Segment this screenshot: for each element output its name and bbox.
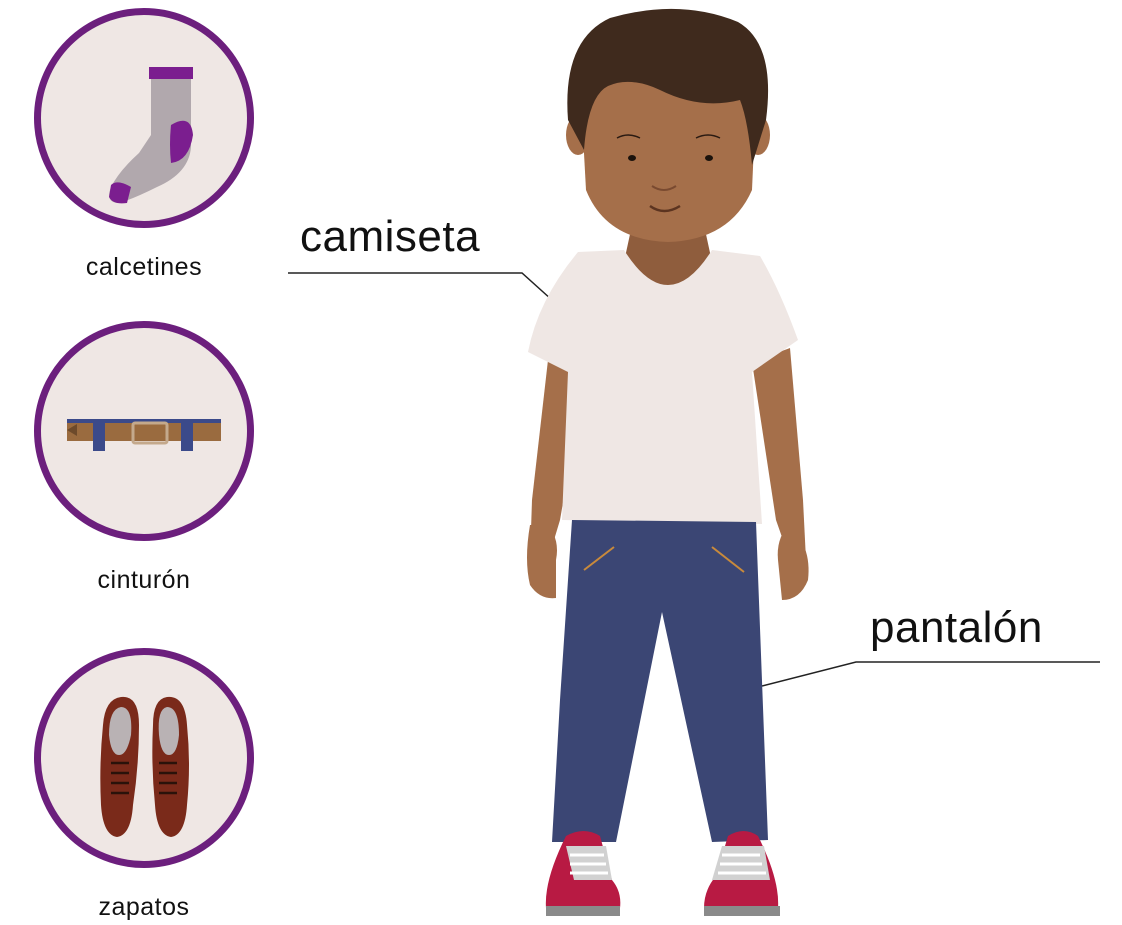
right-shoe (704, 831, 780, 916)
sock-badge (34, 8, 254, 228)
belt-icon (41, 328, 247, 534)
left-shoe (546, 831, 621, 916)
shoes-caption: zapatos (20, 893, 268, 922)
sock-caption: calcetines (20, 253, 268, 282)
pants-callout-label: pantalón (870, 603, 1043, 653)
sock-icon (41, 15, 247, 221)
belt-caption: cinturón (20, 566, 268, 595)
shoes-icon (41, 655, 247, 861)
belt-badge (34, 321, 254, 541)
pants-callout-line (762, 662, 1100, 686)
pants-shape (552, 520, 768, 842)
shoes-badge (34, 648, 254, 868)
shirt-callout-label: camiseta (300, 212, 480, 262)
shirt-callout-line (288, 273, 552, 300)
